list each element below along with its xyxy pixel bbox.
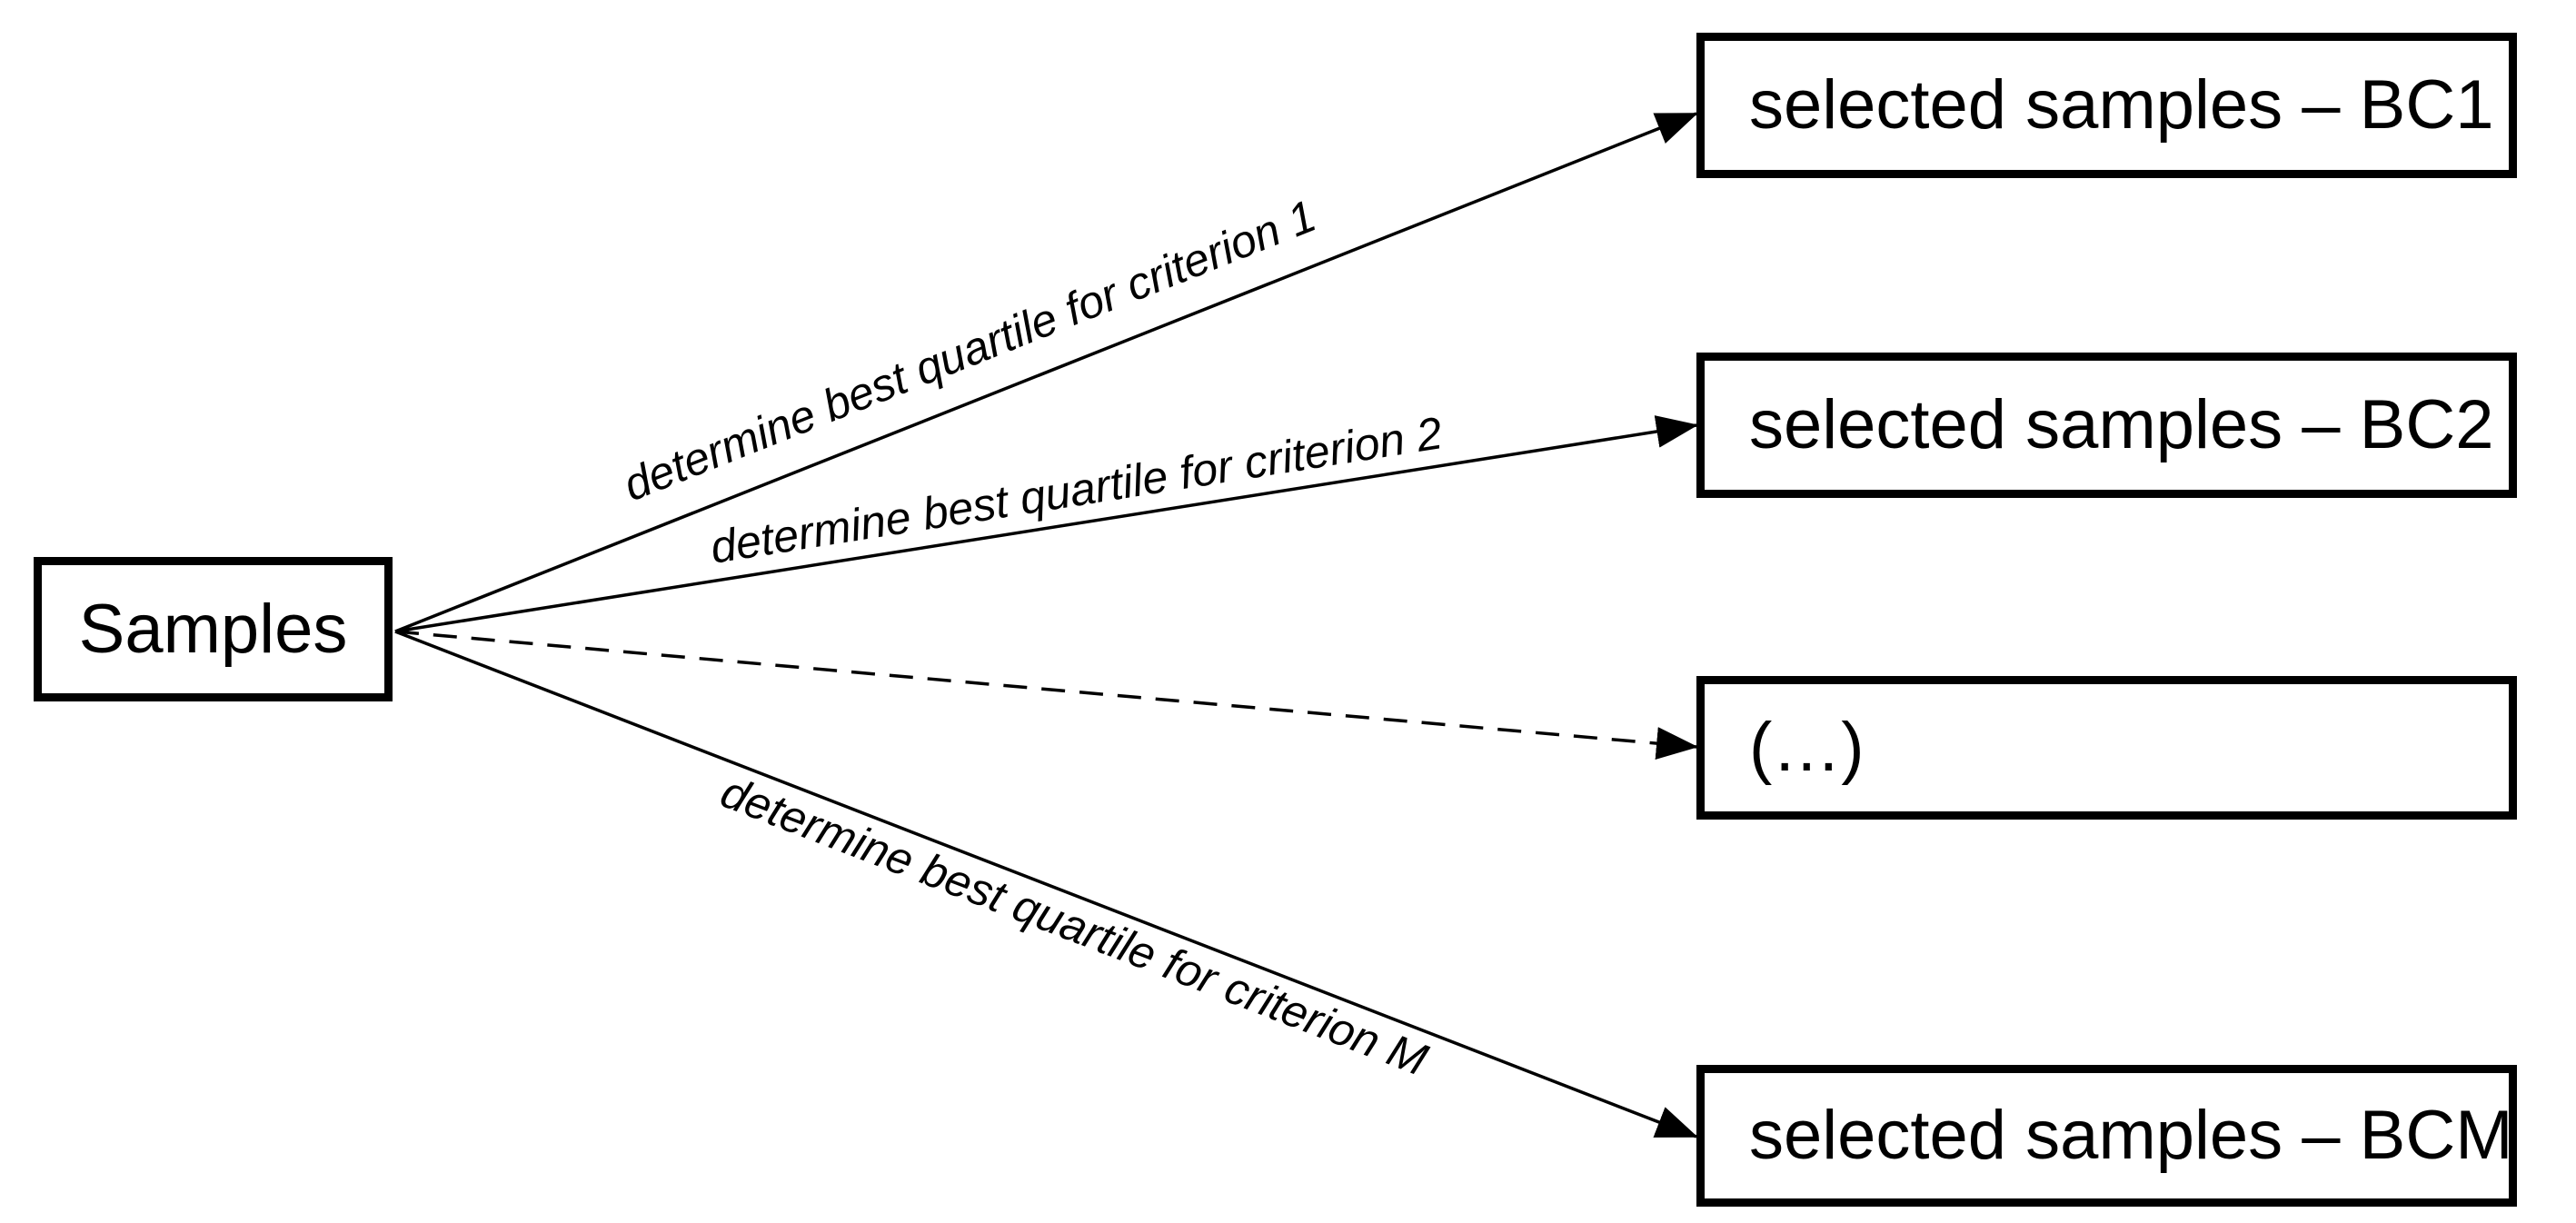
node-samples: Samples bbox=[34, 557, 393, 701]
node-samples-label: Samples bbox=[78, 590, 348, 668]
edge-line-criterion-m bbox=[394, 630, 1698, 1138]
node-selected-samples-bcm-label: selected samples – BCM bbox=[1749, 1097, 2513, 1174]
node-selected-samples-bc1: selected samples – BC1 bbox=[1696, 33, 2517, 178]
edge-label-criterion-m: determine best quartile for criterion M bbox=[714, 766, 1435, 1086]
node-ellipsis-label: (…) bbox=[1749, 709, 1865, 786]
edge-line-criterion-1 bbox=[394, 112, 1698, 633]
node-selected-samples-bcm: selected samples – BCM bbox=[1696, 1065, 2517, 1207]
node-selected-samples-bc2-label: selected samples – BC2 bbox=[1749, 386, 2494, 463]
node-ellipsis: (…) bbox=[1696, 676, 2517, 820]
edge-line-ellipsis bbox=[394, 630, 1698, 761]
node-selected-samples-bc2: selected samples – BC2 bbox=[1696, 353, 2517, 498]
node-selected-samples-bc1-label: selected samples – BC1 bbox=[1749, 66, 2494, 144]
edge-line-criterion-2 bbox=[394, 415, 1698, 633]
